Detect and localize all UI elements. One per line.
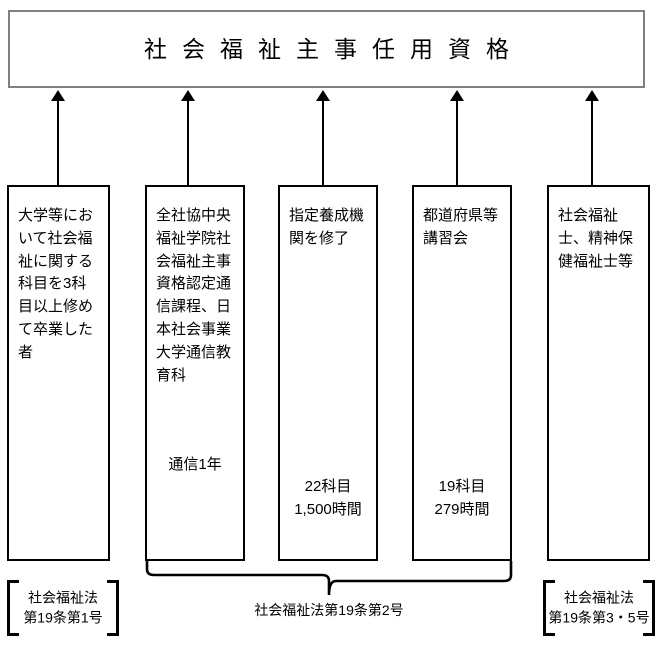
footnote-label-center: 社会福祉法第19条第2号 bbox=[254, 602, 404, 618]
footnote-bracket-left: 社会福祉法 第19条第1号 bbox=[7, 580, 119, 636]
column-box-university: 大学等において社会福祉に関する科目を3科目以上修めて卒業した者 bbox=[7, 185, 110, 561]
curly-brace-icon bbox=[145, 561, 513, 596]
column-heading: 都道府県等講習会 bbox=[423, 207, 499, 247]
footnote-brace-center: 社会福祉法第19条第2号 bbox=[145, 561, 513, 618]
arrowhead-icon bbox=[585, 90, 599, 101]
bracket-right-edge bbox=[643, 580, 655, 636]
column-heading: 指定養成機関を修了 bbox=[289, 207, 365, 247]
arrow-shaft bbox=[187, 96, 189, 185]
title-banner: 社会福祉主事任用資格 bbox=[8, 10, 645, 88]
arrow-shaft bbox=[456, 96, 458, 185]
column-box-designated-training: 指定養成機関を修了 22科目 1,500時間 bbox=[278, 185, 378, 561]
arrowhead-icon bbox=[181, 90, 195, 101]
column-box-correspondence-course: 全社協中央福祉学院社会福祉主事資格認定通信課程、日本社会事業大学通信教育科 通信… bbox=[145, 185, 245, 561]
arrow-shaft bbox=[322, 96, 324, 185]
bracket-left-edge bbox=[7, 580, 19, 636]
arrowhead-icon bbox=[450, 90, 464, 101]
arrow-shaft bbox=[57, 96, 59, 185]
arrow-to-title-4 bbox=[450, 90, 464, 185]
column-subtext: 通信1年 bbox=[168, 456, 222, 473]
column-subtext: 19科目 279時間 bbox=[434, 478, 490, 519]
column-box-licensed-worker: 社会福祉士、精神保健福祉士等 bbox=[547, 185, 650, 561]
column-box-prefectural-seminar: 都道府県等講習会 19科目 279時間 bbox=[412, 185, 512, 561]
bracket-right-edge bbox=[107, 580, 119, 636]
column-heading: 社会福祉士、精神保健福祉士等 bbox=[558, 207, 634, 270]
column-subtext: 22科目 1,500時間 bbox=[294, 478, 362, 519]
arrow-to-title-1 bbox=[51, 90, 65, 185]
arrow-shaft bbox=[591, 96, 593, 185]
arrow-to-title-3 bbox=[316, 90, 330, 185]
page-title: 社会福祉主事任用資格 bbox=[144, 35, 524, 62]
footnote-label-right: 社会福祉法 第19条第3・5号 bbox=[548, 589, 650, 626]
arrowhead-icon bbox=[316, 90, 330, 101]
column-heading: 全社協中央福祉学院社会福祉主事資格認定通信課程、日本社会事業大学通信教育科 bbox=[156, 207, 232, 384]
column-heading: 大学等において社会福祉に関する科目を3科目以上修めて卒業した者 bbox=[18, 207, 94, 361]
footnote-label-left: 社会福祉法 第19条第1号 bbox=[23, 589, 103, 626]
arrow-to-title-2 bbox=[181, 90, 195, 185]
arrow-to-title-5 bbox=[585, 90, 599, 185]
bracket-left-edge bbox=[543, 580, 555, 636]
arrowhead-icon bbox=[51, 90, 65, 101]
footnote-bracket-right: 社会福祉法 第19条第3・5号 bbox=[543, 580, 655, 636]
